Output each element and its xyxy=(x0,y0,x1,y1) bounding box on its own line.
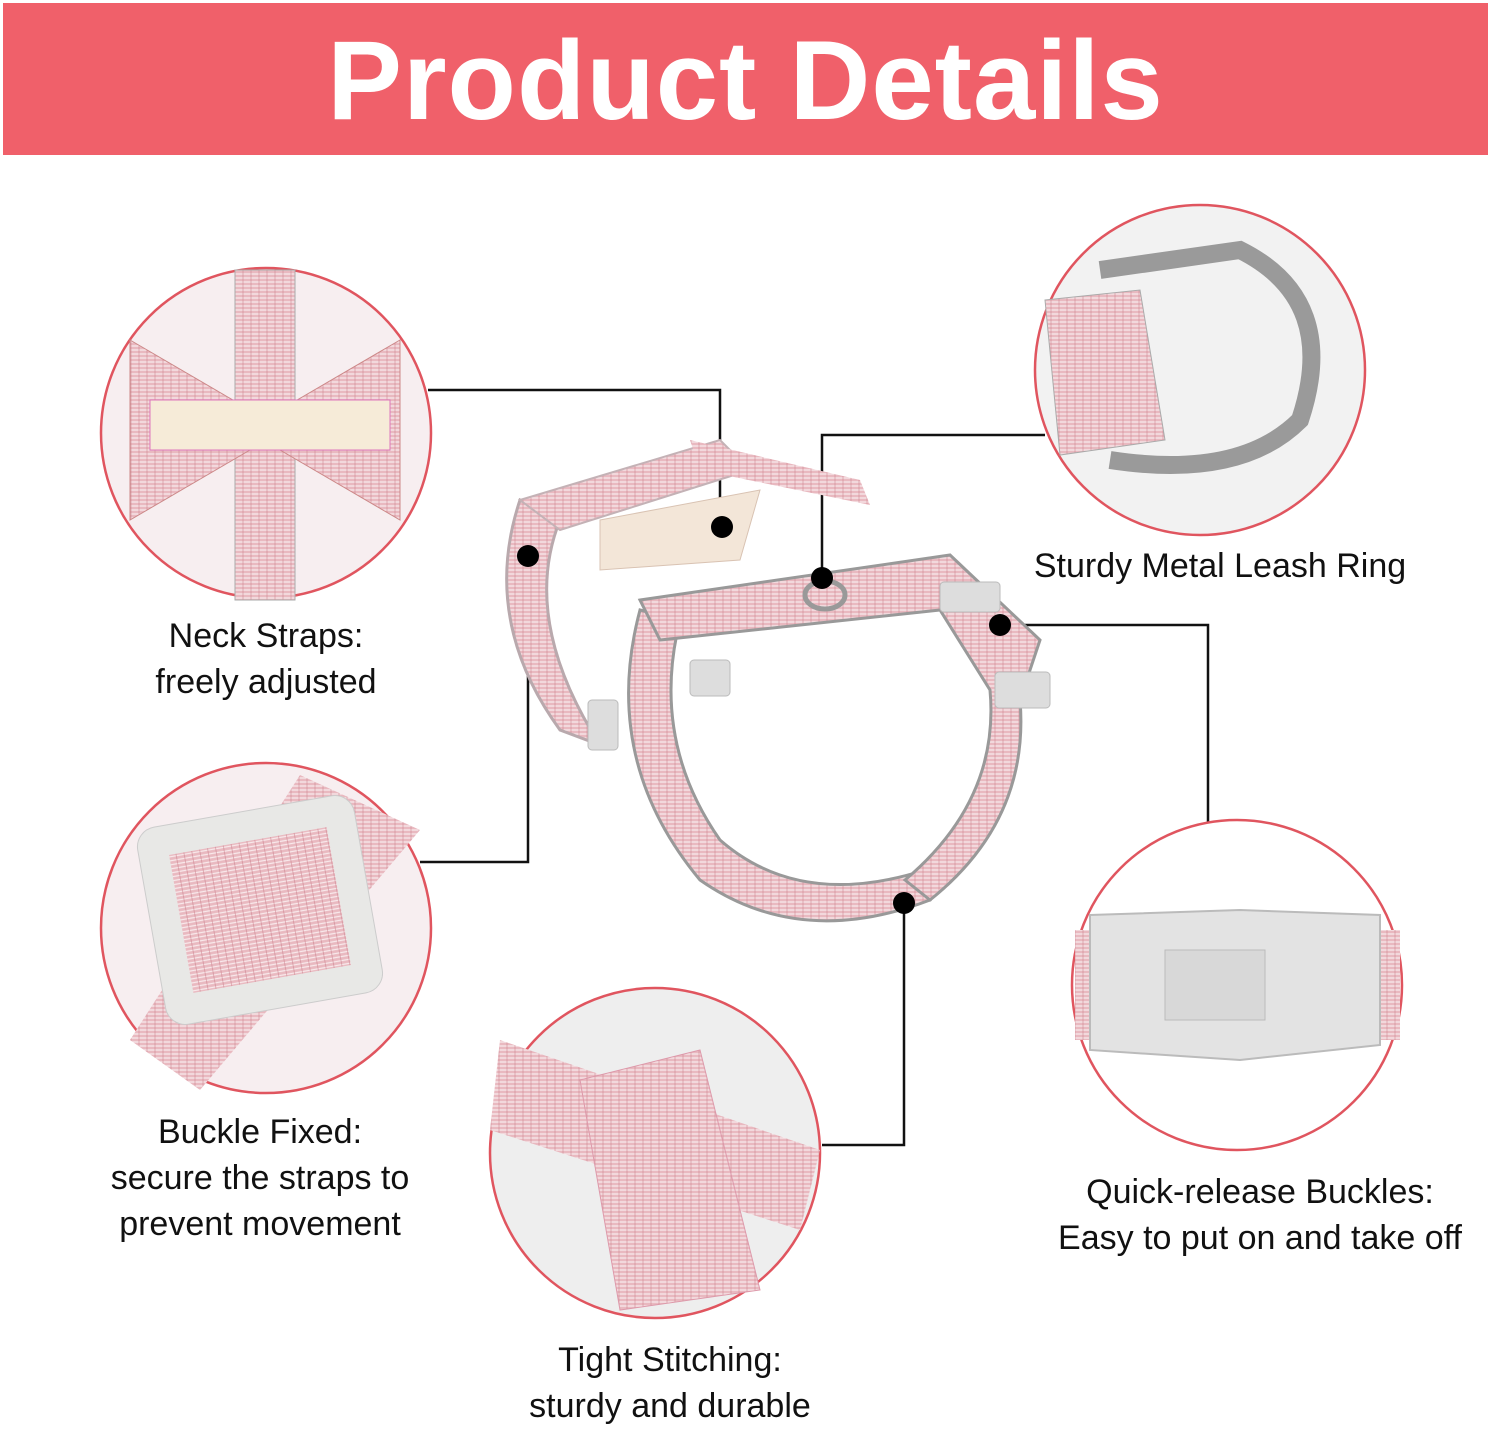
leash-ring-closeup xyxy=(1033,203,1367,537)
feature-title: Neck Straps: xyxy=(168,617,364,655)
feature-label-quick-release: Quick-release Buckles: Easy to put on an… xyxy=(1058,1169,1462,1261)
buckle-fixed-closeup xyxy=(99,761,433,1095)
neck-strap-closeup xyxy=(99,266,433,601)
feature-label-buckle-fixed: Buckle Fixed: secure the straps to preve… xyxy=(111,1109,410,1247)
feature-title: Tight Stitching: xyxy=(558,1341,782,1379)
feature-label-stitching: Tight Stitching: sturdy and durable xyxy=(529,1337,811,1429)
feature-label-neck-straps: Neck Straps: freely adjusted xyxy=(155,613,376,705)
feature-subtitle: prevent movement xyxy=(119,1205,401,1243)
callout-dots xyxy=(517,516,1011,914)
feature-subtitle: freely adjusted xyxy=(155,663,377,701)
page-title: Product Details xyxy=(327,18,1164,143)
feature-title: Sturdy Metal Leash Ring xyxy=(1033,547,1407,585)
title-banner: Product Details xyxy=(3,3,1488,155)
harness-image xyxy=(505,438,1051,923)
feature-subtitle: sturdy and durable xyxy=(529,1387,811,1425)
feature-title: Buckle Fixed: xyxy=(157,1113,363,1151)
quick-release-closeup xyxy=(1070,818,1404,1152)
feature-title: Quick-release Buckles: xyxy=(1086,1173,1434,1211)
feature-label-leash-ring: Sturdy Metal Leash Ring xyxy=(1034,543,1406,589)
feature-subtitle: Easy to put on and take off xyxy=(1058,1219,1462,1257)
feature-subtitle: secure the straps to xyxy=(110,1159,410,1197)
stitching-closeup xyxy=(488,986,822,1320)
connector-lines xyxy=(420,388,1210,1147)
